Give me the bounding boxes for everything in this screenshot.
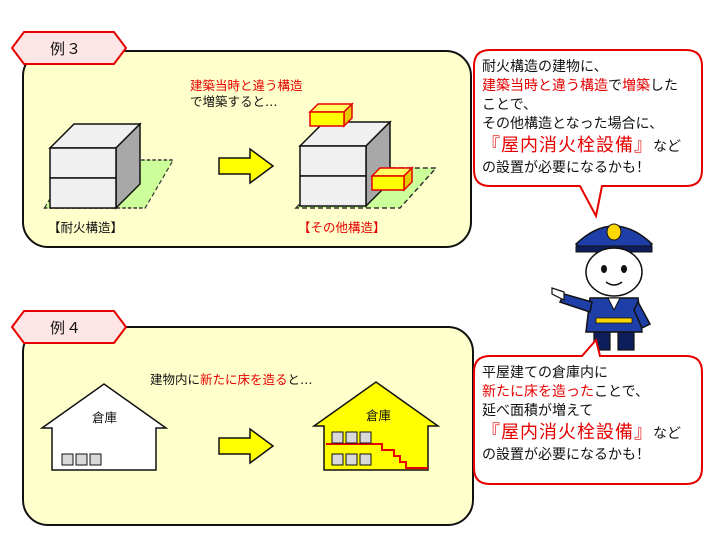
new-floor-line (326, 443, 428, 469)
bubble2-line3: 延べ面積が増えて (482, 403, 594, 419)
example3-caption: 建築当時と違う構造 で増築すると… (190, 78, 303, 110)
example3-caption-red: 建築当時と違う構造 (190, 78, 303, 93)
warehouse-after (311, 381, 441, 471)
example4-caption-red: 新たに床を造る (200, 372, 288, 387)
example4-tag-shape (10, 310, 128, 344)
bubble1-shape (473, 49, 703, 219)
label-before: 【耐火構造】 (48, 220, 124, 235)
right-arrow-icon (218, 427, 275, 465)
police-officer-icon (551, 223, 654, 351)
bubble1-line4: その他構造となった場合に、 (482, 116, 664, 132)
top-addition (308, 102, 354, 128)
example3-caption-rest: で増築すると… (190, 94, 278, 109)
bubble1-line2: 建築当時と違う構造で増築した (482, 78, 678, 94)
example4-caption: 建物内に新たに床を造ると… (150, 372, 313, 388)
other-structure-building (294, 102, 438, 209)
warehouse-after-label: 倉庫 (366, 408, 392, 423)
right-arrow-icon (218, 147, 275, 185)
bubble1-line3: ことで、 (482, 97, 538, 113)
example3-tag: 例３ (50, 40, 83, 58)
example4-tag: 例４ (50, 319, 83, 337)
bubble1-text: 耐火構造の建物に、 建築当時と違う構造で増築した ことで、 その他構造となった場… (482, 58, 681, 178)
label-after: 【その他構造】 (298, 220, 386, 235)
bubble2-line1: 平屋建ての倉庫内に (482, 365, 608, 381)
bubble1-line1: 耐火構造の建物に、 (482, 59, 608, 75)
fire-resistant-building (43, 122, 175, 210)
bubble2-line2: 新たに床を造ったことで、 (482, 384, 650, 400)
bubble1-line6: の設置が必要になるかも！ (482, 160, 650, 176)
warehouse-before (39, 383, 169, 471)
bubble2-line4: 『屋内消火栓設備』など (482, 422, 681, 443)
bubble1-line5: 『屋内消火栓設備』など (482, 135, 681, 156)
bubble2-text: 平屋建ての倉庫内に 新たに床を造ったことで、 延べ面積が増えて 『屋内消火栓設備… (482, 364, 681, 465)
bubble2-shape (473, 337, 703, 485)
example3-tag-shape (10, 31, 128, 65)
bubble2-line5: の設置が必要になるかも！ (482, 447, 650, 463)
example4-caption-pre: 建物内に (150, 372, 201, 387)
example4-caption-post: と… (287, 372, 313, 387)
side-addition (370, 166, 414, 192)
warehouse-before-label: 倉庫 (92, 410, 118, 425)
